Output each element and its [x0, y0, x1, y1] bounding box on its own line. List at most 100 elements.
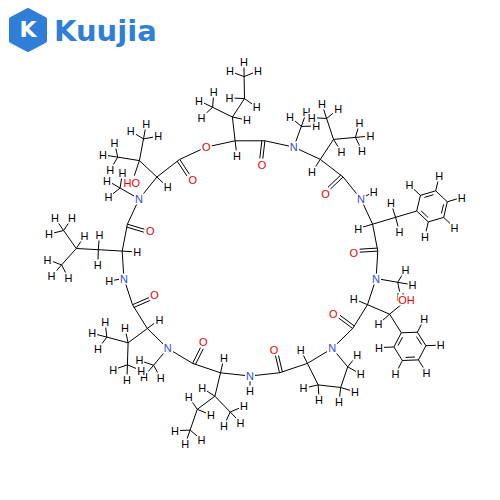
atom-label: H	[136, 365, 146, 376]
atom-label: H	[239, 401, 249, 412]
logo-text: Kuujia	[54, 17, 157, 46]
atom-label: H	[355, 118, 365, 129]
atom-label: N	[134, 194, 144, 205]
atom-label: H	[391, 368, 401, 379]
bond-line	[355, 136, 365, 138]
bond-line	[402, 359, 418, 361]
bond-line	[213, 107, 233, 117]
bond-line	[134, 300, 151, 307]
atom-label: H	[110, 137, 120, 148]
bond-line	[301, 117, 304, 126]
bond-line	[108, 156, 118, 158]
bond-line	[180, 430, 190, 431]
bond-line	[447, 199, 457, 202]
atom-label: O	[149, 290, 160, 301]
atom-label: H	[184, 392, 194, 403]
atom-label: H	[209, 87, 219, 98]
bond-line	[127, 343, 129, 365]
bond-line	[406, 357, 415, 358]
atom-label: O	[257, 159, 268, 170]
bond-line	[353, 305, 368, 329]
bond-line	[320, 139, 333, 159]
atom-label: H	[43, 254, 53, 265]
atom-label: H	[170, 425, 180, 436]
bond-line	[418, 346, 426, 360]
bond-line	[396, 211, 417, 217]
bond-line	[373, 224, 378, 251]
atom-label: H	[357, 145, 367, 156]
atom-label: H	[63, 273, 73, 284]
bond-line	[393, 208, 396, 218]
atom-label: H	[374, 342, 384, 353]
bond-line	[280, 363, 308, 372]
atom-label: H	[126, 126, 136, 137]
bond-line	[98, 250, 99, 260]
bond-line	[320, 159, 343, 177]
bond-line	[341, 388, 351, 391]
bond-line	[134, 161, 139, 176]
atom-label: H	[122, 374, 132, 385]
bond-line	[215, 373, 221, 396]
bond-line	[301, 126, 311, 127]
atom-label: H	[105, 165, 115, 176]
bond-line	[428, 217, 443, 222]
atom-label: H	[219, 353, 229, 364]
bond-line	[417, 211, 429, 222]
bond-line	[394, 347, 403, 361]
bond-line	[278, 355, 282, 373]
atom-label: H	[299, 383, 309, 394]
bond-line	[244, 67, 245, 77]
bond-line	[390, 314, 402, 333]
logo-letter: K	[19, 19, 36, 41]
bond-line	[360, 248, 378, 249]
atom-label: H	[95, 229, 105, 240]
atom-label: H	[421, 367, 431, 378]
atom-label: H	[219, 420, 229, 431]
bond-line	[232, 117, 235, 141]
bond-line	[426, 345, 436, 346]
bond-line	[98, 250, 122, 251]
bond-line	[355, 128, 358, 138]
atom-label: O	[145, 226, 156, 237]
atom-label: H	[307, 112, 317, 123]
bond-line	[436, 181, 438, 191]
bond-line	[235, 73, 244, 77]
atom-label: H	[356, 369, 366, 380]
atom-label: O	[188, 174, 199, 185]
bond-line	[135, 134, 144, 139]
atom-label: O	[320, 188, 331, 199]
atom-label: H	[420, 231, 430, 242]
atom-label: H	[395, 226, 405, 237]
atom-label: H	[419, 313, 429, 324]
bond-line	[118, 365, 127, 368]
bond-line	[215, 396, 230, 412]
bond-line	[106, 327, 107, 337]
bond-line	[144, 129, 146, 139]
atom-label: H	[232, 150, 242, 161]
atom-label: H	[163, 182, 173, 193]
atom-label: H	[104, 276, 114, 287]
atom-label: H	[408, 279, 418, 290]
atom-label: N	[163, 343, 173, 354]
atom-label: O	[201, 142, 212, 153]
bond-line	[112, 188, 120, 194]
bond-line	[120, 178, 122, 188]
atom-label: H	[457, 192, 467, 203]
bond-line	[52, 261, 61, 265]
atom-label: H	[350, 386, 360, 397]
bond-line	[340, 315, 355, 326]
bond-line	[190, 409, 197, 430]
atom-label: N	[371, 273, 381, 284]
atom-label: H	[98, 149, 108, 160]
bond-line	[244, 73, 253, 77]
bond-line	[358, 301, 367, 305]
atom-label: H	[434, 171, 444, 182]
atom-label: H	[252, 102, 262, 113]
atom-label: H	[245, 386, 255, 397]
bond-line	[303, 355, 307, 364]
bond-line	[133, 305, 148, 329]
bond-line	[421, 211, 428, 218]
atom-label: H	[120, 323, 130, 334]
